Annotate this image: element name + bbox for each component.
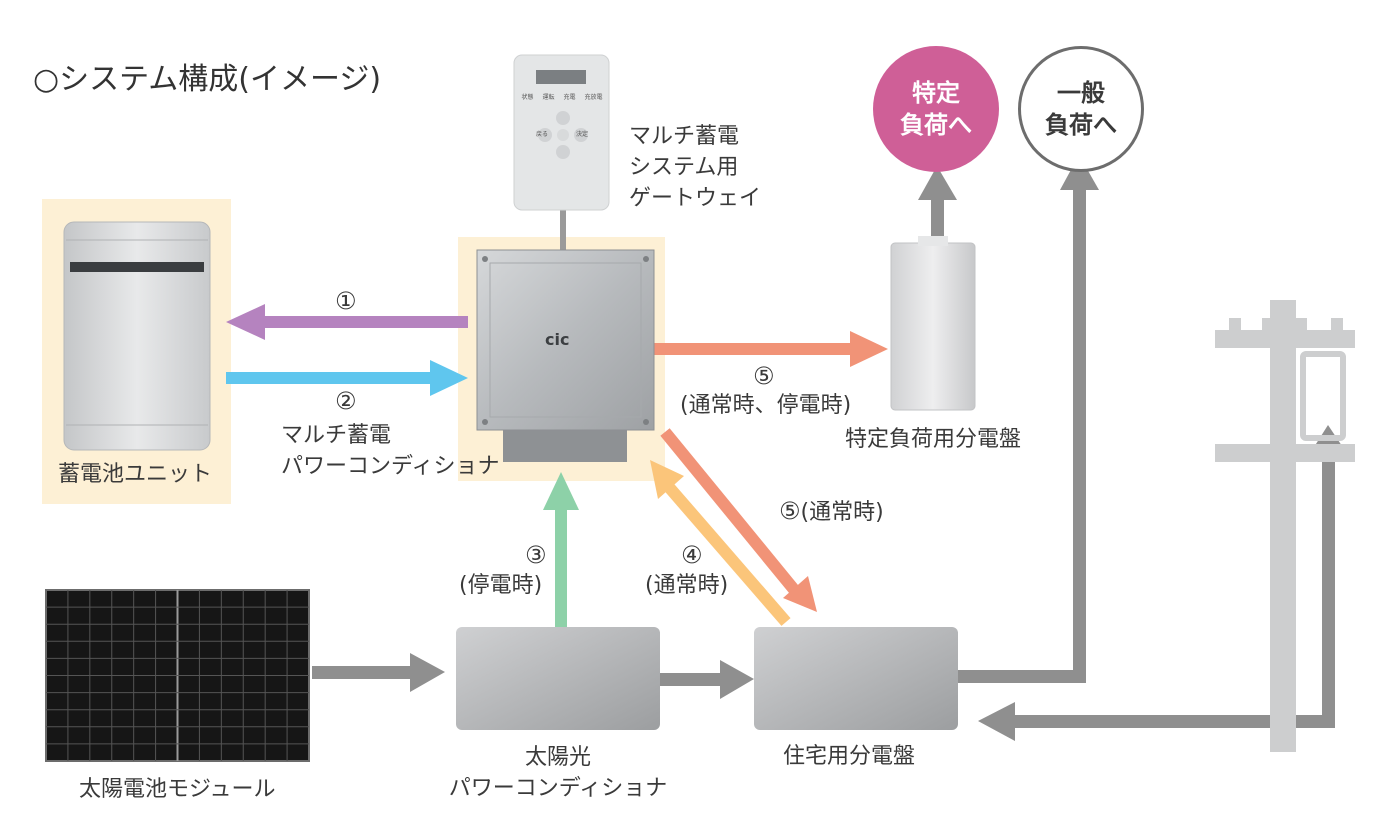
flow-1-number: ① bbox=[335, 287, 357, 315]
gateway-led-labels: 状態 運転 充電 充放電 bbox=[517, 94, 607, 102]
gateway-device bbox=[513, 54, 610, 211]
flow-3-label: (停電時) bbox=[459, 573, 543, 598]
specific-load-line2: 負荷へ bbox=[900, 111, 972, 139]
gateway-wire bbox=[560, 206, 566, 250]
multi-pcs-label-line1: マルチ蓄電 bbox=[281, 423, 392, 448]
flow-arrow-5b bbox=[660, 428, 817, 612]
gateway-label-line3: ゲートウェイ bbox=[629, 186, 762, 211]
specific-panel-device bbox=[890, 236, 976, 411]
solar-pcs-label: 太陽光 パワーコンディショナ bbox=[440, 742, 676, 804]
multi-pcs-label-line2: パワーコンディショナ bbox=[281, 454, 500, 479]
flow-3-number: ③ bbox=[525, 541, 547, 569]
flow-5b-number-wrap: ⑤(通常時) bbox=[779, 496, 884, 528]
solar-pcs-label-line1: 太陽光 bbox=[524, 745, 591, 770]
gateway-led-run: 運転 bbox=[542, 94, 555, 101]
gateway-label-line1: マルチ蓄電 bbox=[629, 124, 740, 149]
gateway-enter-button: 決定 bbox=[576, 131, 589, 138]
flow-2-number: ② bbox=[335, 387, 357, 415]
solar-module-device bbox=[45, 589, 310, 762]
gateway-led-discharge: 充放電 bbox=[584, 94, 603, 101]
flow-arrow-4 bbox=[650, 460, 791, 626]
home-panel-device bbox=[754, 627, 958, 730]
solar-pcs-label-line2: パワーコンディショナ bbox=[448, 776, 668, 801]
flow-5b-number: ⑤ bbox=[779, 497, 801, 525]
flow-5a-number: ⑤ bbox=[753, 362, 775, 390]
multi-pcs-device bbox=[476, 249, 655, 462]
multi-pcs-label: マルチ蓄電 パワーコンディショナ bbox=[281, 420, 499, 482]
general-load-line2: 負荷へ bbox=[1045, 111, 1117, 139]
specific-load-circle: 特定 負荷へ bbox=[873, 46, 999, 172]
general-load-line1: 一般 bbox=[1057, 79, 1105, 107]
gateway-label-line2: システム用 bbox=[629, 155, 739, 180]
flow-arrow-5a bbox=[652, 331, 888, 367]
flow-arrow-3 bbox=[543, 472, 579, 630]
home-panel-label: 住宅用分電盤 bbox=[783, 744, 916, 769]
flow-arrow-1 bbox=[226, 304, 468, 340]
flow-arrow-2 bbox=[226, 360, 468, 396]
specific-panel-label: 特定負荷用分電盤 bbox=[845, 427, 1022, 452]
general-load-circle: 一般 負荷へ bbox=[1018, 46, 1144, 172]
diagram-title: ○システム構成(イメージ) bbox=[33, 62, 382, 97]
battery-unit-device bbox=[63, 221, 211, 451]
gateway-led-charge: 充電 bbox=[563, 94, 576, 101]
specific-load-line1: 特定 bbox=[912, 79, 960, 107]
solar-pcs-device bbox=[456, 627, 660, 730]
utility-pole bbox=[1215, 300, 1355, 752]
flow-4-label: (通常時) bbox=[645, 573, 729, 598]
gray-flow-arrows bbox=[312, 155, 1348, 741]
flow-5b-label: (通常時) bbox=[800, 500, 884, 525]
battery-unit-label: 蓄電池ユニット bbox=[58, 462, 213, 487]
solar-module-label: 太陽電池モジュール bbox=[79, 777, 276, 802]
pcs-logo: cic bbox=[545, 330, 570, 349]
flow-4-number: ④ bbox=[681, 541, 703, 569]
gateway-led-status: 状態 bbox=[521, 94, 534, 101]
gateway-back-button: 戻る bbox=[536, 131, 549, 138]
gateway-label: マルチ蓄電 システム用 ゲートウェイ bbox=[629, 121, 761, 214]
flow-5a-label: (通常時、停電時) bbox=[680, 393, 852, 418]
